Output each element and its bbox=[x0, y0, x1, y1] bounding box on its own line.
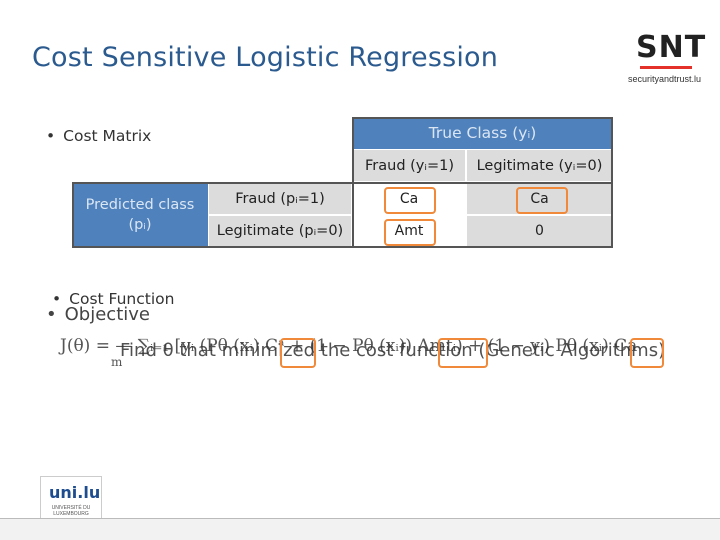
highlight-cell-legit-fraud bbox=[384, 219, 436, 246]
pred-legit-header: Legitimate (pᵢ=0) bbox=[208, 215, 352, 247]
formula-denominator: m bbox=[111, 355, 123, 369]
bullet-glyph: • bbox=[46, 127, 56, 145]
bullet-cost-function: • Cost Function bbox=[52, 290, 174, 308]
uni-lu-logo: uni.lu UNIVERSITÉ DU LUXEMBOURG bbox=[40, 476, 102, 524]
highlight-cell-fraud-legit bbox=[516, 187, 568, 214]
bullet-glyph: • bbox=[52, 290, 62, 308]
footer-bar bbox=[0, 518, 720, 540]
slide-title: Cost Sensitive Logistic Regression bbox=[32, 42, 499, 73]
true-legit-header: Legitimate (yᵢ=0) bbox=[466, 149, 613, 182]
bullet-objective: • Objective bbox=[46, 304, 150, 325]
table-border-bottom bbox=[72, 182, 613, 248]
highlight-formula-ca-2 bbox=[630, 338, 664, 368]
highlight-formula-amt bbox=[438, 338, 488, 368]
bullet-cost-function-label: Cost Function bbox=[69, 290, 175, 308]
formula-text: J(θ) = — ∑ᵢ₌₁ [yᵢ (Pθ (xᵢ) Cᵃ + (1 − Pθ … bbox=[60, 336, 638, 356]
bullet-cost-matrix: • Cost Matrix bbox=[46, 127, 151, 145]
snt-logo: SNT securityandtrust.lu bbox=[628, 30, 705, 90]
predicted-class-header: Predicted class (pᵢ) bbox=[72, 182, 208, 247]
bullet-glyph: • bbox=[46, 304, 57, 325]
true-class-header: True Class (yᵢ) bbox=[352, 117, 613, 149]
bullet-cost-matrix-label: Cost Matrix bbox=[63, 127, 152, 145]
uni-lu-logo-subtitle: UNIVERSITÉ DU LUXEMBOURG bbox=[51, 505, 91, 517]
snt-logo-mark: SNT bbox=[636, 30, 707, 65]
highlight-formula-ca-1 bbox=[280, 338, 316, 368]
snt-logo-bar bbox=[640, 66, 692, 69]
uni-lu-logo-mark: uni.lu bbox=[49, 483, 101, 502]
highlight-cell-fraud-fraud bbox=[384, 187, 436, 214]
objective-text: Find θ that minimized the cost function … bbox=[120, 340, 666, 361]
cell-legit-legit: 0 bbox=[466, 215, 613, 247]
cost-function-formula: J(θ) = — ∑ᵢ₌₁ [yᵢ (Pθ (xᵢ) Cᵃ + (1 − Pθ … bbox=[60, 336, 637, 370]
true-fraud-header: Fraud (yᵢ=1) bbox=[352, 149, 466, 182]
snt-logo-subtitle: securityandtrust.lu bbox=[628, 74, 702, 84]
bullet-objective-label: Objective bbox=[64, 304, 150, 325]
